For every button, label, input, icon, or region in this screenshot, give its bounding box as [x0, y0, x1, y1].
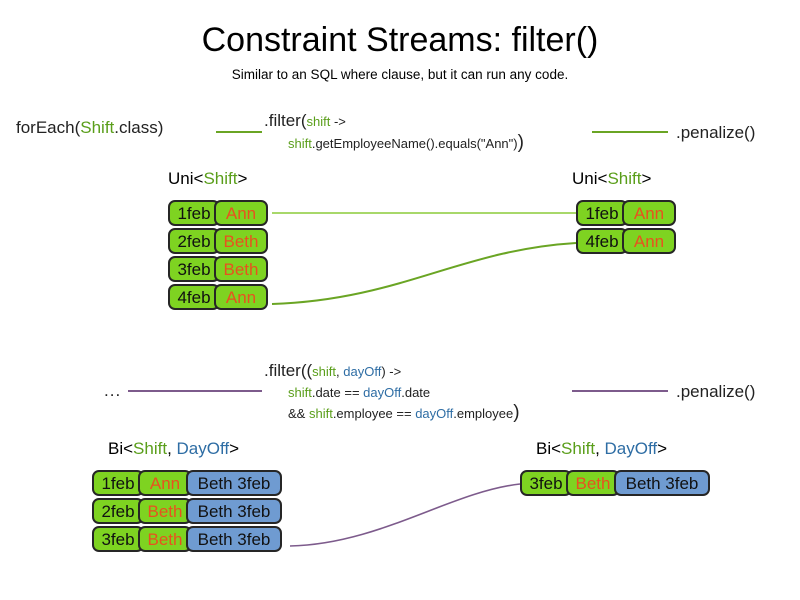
- filter2-l3-a: shift: [308, 406, 333, 421]
- table-row: 4feb Ann: [168, 284, 268, 310]
- stream-header-uni-left: Uni<Shift>: [168, 168, 247, 189]
- table-row: 4feb Ann: [576, 228, 676, 254]
- filter1-body-param: shift: [288, 136, 312, 151]
- filter2-l3-lead: &&: [288, 406, 309, 421]
- bi-right-type-b: DayOff: [604, 439, 658, 458]
- table-row: 1feb Ann Beth 3feb: [92, 470, 282, 496]
- uni-left-prefix: Uni<: [168, 169, 204, 188]
- bi-left-comma: ,: [167, 439, 177, 458]
- table-row: 3feb Beth Beth 3feb: [520, 470, 710, 496]
- table-row: 1feb Ann: [168, 200, 268, 226]
- slide-subtitle: Similar to an SQL where clause, but it c…: [231, 67, 569, 82]
- uni-left-suffix: >: [237, 169, 248, 188]
- filter2-arrow: ) ->: [381, 364, 402, 379]
- stream-header-bi-right: Bi<Shift, DayOff>: [536, 438, 667, 459]
- table-row: 3feb Beth Beth 3feb: [92, 526, 282, 552]
- stream-header-uni-right: Uni<Shift>: [572, 168, 651, 189]
- uni-right-suffix: >: [641, 169, 652, 188]
- tuple-table-uni-left: 1feb Ann 2feb Beth 3feb Beth 4feb Ann: [168, 200, 268, 310]
- filter2-l2-a: shift: [288, 385, 312, 400]
- filter2-line1: .filter((shift, dayOff) ->: [264, 360, 520, 383]
- bi-right-prefix: Bi<: [536, 439, 562, 458]
- table-row: 2feb Beth Beth 3feb: [92, 498, 282, 524]
- filter-expression-2: .filter((shift, dayOff) -> shift.date ==…: [264, 360, 520, 424]
- tuple-employee: Beth: [214, 228, 268, 254]
- tuple-employee: Beth: [566, 470, 620, 496]
- tuple-date: 4feb: [168, 284, 220, 310]
- filter2-close-paren: ): [513, 402, 520, 423]
- filter2-prefix: .filter((: [264, 361, 313, 380]
- penalize-label-1: .penalize(): [676, 123, 756, 142]
- ellipsis-source-label: ...: [104, 381, 122, 400]
- filter1-line2: shift.getEmployeeName().equals("Ann")): [288, 133, 524, 154]
- tuple-date: 1feb: [576, 200, 628, 226]
- tuple-date: 1feb: [92, 470, 144, 496]
- bi-right-type-a: Shift: [561, 439, 596, 458]
- foreach-prefix: forEach(: [16, 118, 81, 137]
- filter2-param-a: shift: [312, 364, 337, 379]
- tuple-employee: Ann: [622, 228, 676, 254]
- tuple-table-bi-right: 3feb Beth Beth 3feb: [520, 470, 710, 496]
- filter1-param: shift: [306, 114, 331, 129]
- tuple-dayoff: Beth 3feb: [186, 526, 282, 552]
- bi-left-type-a: Shift: [133, 439, 168, 458]
- stream-header-bi-left: Bi<Shift, DayOff>: [108, 438, 239, 459]
- link-tuple-3feb-bi: [289, 483, 521, 547]
- tuple-date: 1feb: [168, 200, 220, 226]
- filter2-comma: ,: [336, 364, 344, 379]
- filter2-l2-b: dayOff: [363, 385, 402, 400]
- tuple-employee: Beth: [138, 498, 192, 524]
- filter2-l3-a-tail: .employee ==: [332, 406, 416, 421]
- bi-right-comma: ,: [595, 439, 605, 458]
- tuple-employee: Ann: [138, 470, 192, 496]
- table-row: 2feb Beth: [168, 228, 268, 254]
- uni-right-type: Shift: [607, 169, 642, 188]
- tuple-employee: Beth: [214, 256, 268, 282]
- tuple-date: 2feb: [92, 498, 144, 524]
- tuple-table-uni-right: 1feb Ann 4feb Ann: [576, 200, 676, 254]
- bi-left-type-b: DayOff: [176, 439, 230, 458]
- filter1-close-paren: ): [517, 132, 524, 153]
- foreach-label: forEach(Shift.class): [16, 117, 163, 138]
- uni-left-type: Shift: [203, 169, 238, 188]
- filter2-l3-b: dayOff: [415, 406, 454, 421]
- slide-title: Constraint Streams: filter(): [201, 21, 599, 59]
- filter-expression-1: .filter(shift -> shift.getEmployeeName()…: [264, 110, 524, 154]
- tuple-date: 4feb: [576, 228, 628, 254]
- filter1-body: .getEmployeeName().equals("Ann"): [311, 136, 518, 151]
- filter1-line1: .filter(shift ->: [264, 110, 524, 133]
- table-row: 1feb Ann: [576, 200, 676, 226]
- tuple-dayoff: Beth 3feb: [186, 470, 282, 496]
- tuple-date: 3feb: [168, 256, 220, 282]
- uni-right-prefix: Uni<: [572, 169, 608, 188]
- tuple-date: 3feb: [92, 526, 144, 552]
- tuple-employee: Ann: [214, 200, 268, 226]
- tuple-date: 3feb: [520, 470, 572, 496]
- filter2-l2-a-tail: .date ==: [311, 385, 364, 400]
- filter2-l2-b-tail: .date: [401, 385, 431, 400]
- filter2-l3-b-tail: .employee: [453, 406, 514, 421]
- tuple-employee: Beth: [138, 526, 192, 552]
- tuple-dayoff: Beth 3feb: [186, 498, 282, 524]
- filter1-prefix: .filter(: [264, 111, 307, 130]
- link-tuple-4feb: [271, 242, 577, 305]
- foreach-suffix: .class): [114, 118, 164, 137]
- filter2-line2: shift.date == dayOff.date: [288, 383, 520, 403]
- filter2-line3: && shift.employee == dayOff.employee): [288, 403, 520, 424]
- tuple-dayoff: Beth 3feb: [614, 470, 710, 496]
- filter1-arrow: ->: [330, 114, 346, 129]
- tuple-table-bi-left: 1feb Ann Beth 3feb 2feb Beth Beth 3feb 3…: [92, 470, 282, 552]
- bi-left-suffix: >: [229, 439, 240, 458]
- tuple-date: 2feb: [168, 228, 220, 254]
- table-row: 3feb Beth: [168, 256, 268, 282]
- tuple-employee: Ann: [214, 284, 268, 310]
- filter2-param-b: dayOff: [343, 364, 382, 379]
- foreach-type: Shift: [80, 118, 115, 137]
- penalize-label-2: .penalize(): [676, 382, 756, 401]
- tuple-employee: Ann: [622, 200, 676, 226]
- bi-right-suffix: >: [657, 439, 668, 458]
- bi-left-prefix: Bi<: [108, 439, 134, 458]
